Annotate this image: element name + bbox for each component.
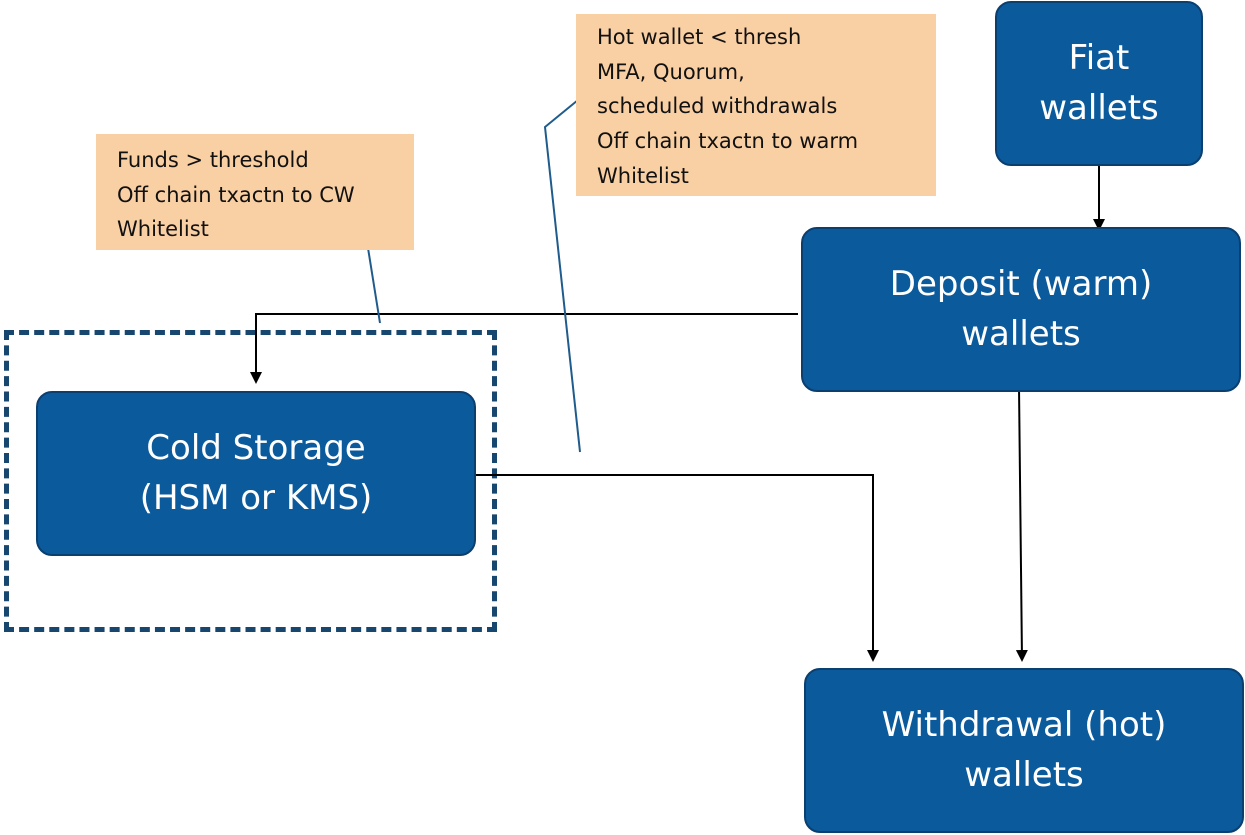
fiat-node-line1: Fiat [1068, 38, 1130, 79]
hot-rule-line-4: Off chain txactn to warm [597, 128, 859, 153]
callout-line-cold-rule [367, 247, 381, 324]
arrow-deposit-to-withdrawal [1015, 386, 1028, 662]
cold-storage-rule-note: Funds > threshold Off chain txactn to CW… [96, 134, 414, 250]
deposit-node-line2: wallets [961, 313, 1081, 354]
callout-line-hot-rule [543, 99, 581, 453]
arrow-cold-to-withdrawal [474, 474, 879, 662]
withdrawal-wallets-node: Withdrawal (hot) wallets [804, 668, 1244, 833]
cold-storage-boundary [4, 330, 497, 632]
cold-node-line2: (HSM or KMS) [139, 477, 373, 518]
hot-wallet-rule-note: Hot wallet < thresh MFA, Quorum, schedul… [576, 14, 936, 196]
cold-rule-line-1: Funds > threshold [117, 148, 309, 172]
withdrawal-node-line1: Withdrawal (hot) [881, 705, 1167, 746]
hot-rule-line-1: Hot wallet < thresh [597, 25, 802, 49]
cold-rule-line-2: Off chain txactn to CW [117, 182, 355, 207]
fiat-wallets-node: Fiat wallets [995, 1, 1203, 166]
fiat-node-line2: wallets [1039, 87, 1159, 128]
hot-rule-line-2: MFA, Quorum, [597, 59, 745, 84]
hot-rule-line-3: scheduled withdrawals [597, 94, 838, 119]
deposit-node-line1: Deposit (warm) [889, 264, 1153, 305]
hot-rule-line-5: Whitelist [597, 163, 689, 188]
cold-node-line1: Cold Storage [146, 428, 366, 469]
cold-rule-line-3: Whitelist [117, 217, 209, 242]
deposit-wallets-node: Deposit (warm) wallets [801, 227, 1241, 392]
withdrawal-node-line2: wallets [964, 754, 1084, 795]
arrow-deposit-to-cold [250, 313, 798, 384]
cold-storage-node: Cold Storage (HSM or KMS) [36, 391, 476, 556]
